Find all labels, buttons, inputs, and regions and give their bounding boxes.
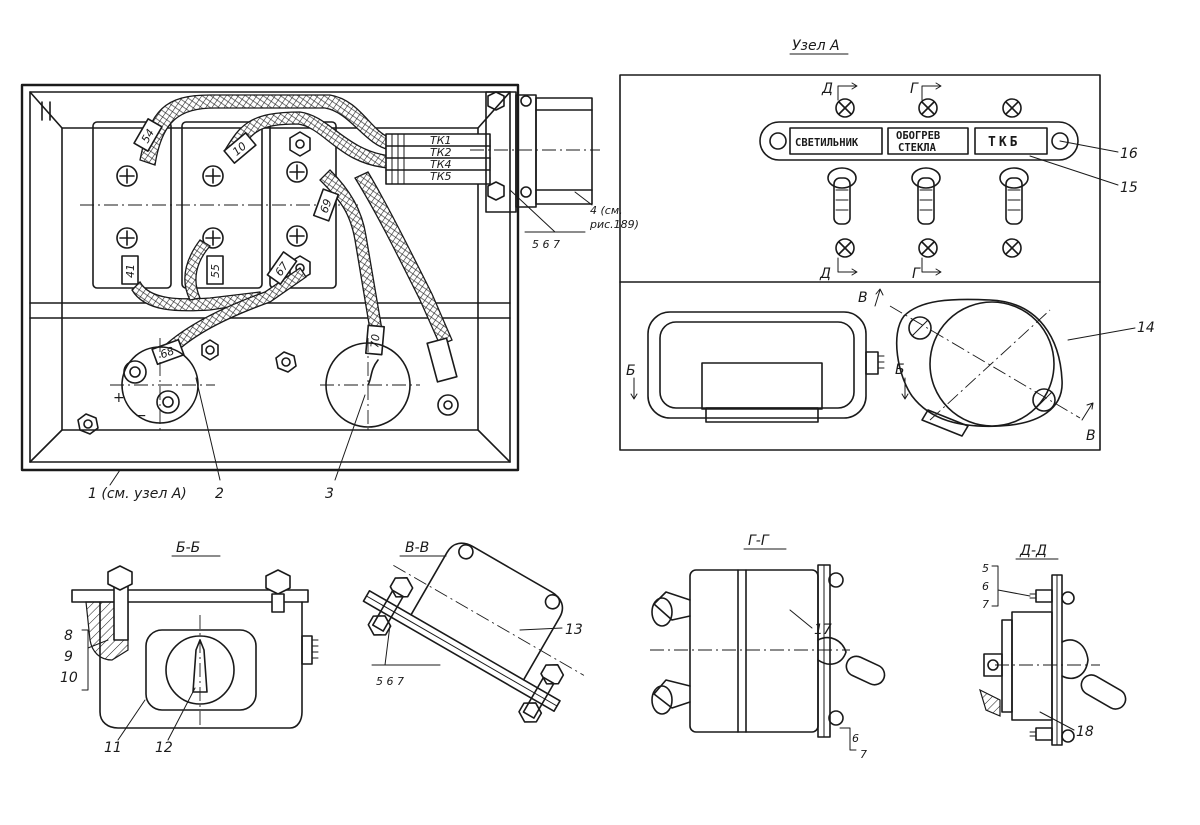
label-stekla: СТЕКЛА [898,142,937,154]
toggle-switches [827,167,1029,225]
section-mark-b-left: Б [626,363,636,379]
label-svetilnik: СВЕТИЛЬНИК [795,137,859,149]
callout-567-main: 5 6 7 [532,238,560,251]
callout-18: 18 [1076,724,1094,740]
callout-17: 17 [814,622,832,638]
terminal-screws [116,131,311,281]
callout-6-dd: 6 [982,580,989,593]
minus-sign: − [135,408,147,424]
harness-tag-3: ТК4 [430,158,452,171]
device-mount: В В [858,288,1096,444]
callout-3: 3 [325,486,334,502]
callout-11: 11 [104,740,122,756]
section-vv: В-В 13 5 6 7 [362,540,585,723]
callout-13: 13 [565,622,583,638]
callout-1: 1 (см. узел А) [88,486,187,502]
callout-567-vv: 5 6 7 [376,675,404,688]
section-mark-d-bottom: Д [819,266,831,282]
callout-15: 15 [1120,180,1138,196]
callout-4-line1: 4 (см. [590,204,623,217]
wire-tag-54: 54 [139,127,157,146]
callout-12: 12 [155,740,173,756]
section-title-dd: Д-Д [1019,543,1047,559]
callout-2: 2 [215,486,224,502]
harness-bands: ТК1 ТК2 ТК4 ТК5 [385,133,491,185]
main-box-view: ТК1 ТК2 ТК4 ТК5 54 10 69 41 55 67 68 70 [20,83,639,502]
label-tkb: ТКБ [988,135,1020,150]
harness-tag-2: ТК2 [430,146,452,159]
section-mark-v-top: В [858,290,868,306]
section-title-gg: Г-Г [748,533,770,549]
panel-screws [835,98,1022,258]
harness-tag-4: ТК5 [430,170,452,183]
callout-5-dd: 5 [982,562,989,575]
callout-4-line2: рис.189) [589,218,639,231]
section-bb: Б-Б 8 9 10 11 12 [60,540,319,756]
callout-7-dd: 7 [982,598,989,611]
plus-sign: + [113,390,125,406]
wire-tag-70: 70 [368,333,382,348]
detail-a-view: Узел А СВЕТИЛЬНИК ОБОГРЕВ СТЕКЛА ТКБ [619,38,1155,451]
section-mark-d-top: Д [821,81,833,97]
callout-14: 14 [1137,320,1155,336]
callout-7-gg: 7 [860,748,867,761]
callout-10: 10 [60,670,78,686]
detail-a-title: Узел А [792,38,840,54]
callout-16: 16 [1120,146,1138,162]
section-markers-top: Д Г Д Г [819,81,942,282]
callout-9: 9 [64,649,73,665]
section-title-bb: Б-Б [176,540,200,556]
connector-4 [470,91,600,213]
callout-6-gg: 6 [852,732,859,745]
label-obogrev: ОБОГРЕВ [896,130,940,142]
nut [77,413,99,435]
switch-label-plate: СВЕТИЛЬНИК ОБОГРЕВ СТЕКЛА ТКБ [759,121,1079,161]
power-socket: + − [110,338,219,432]
harness-tag-1: ТК1 [430,134,452,147]
detail-a-frame [619,74,1101,451]
wire-tag-55: 55 [209,264,222,278]
box-outer-frame [20,83,520,472]
section-mark-v-bottom: В [1086,428,1096,444]
section-dd: Д-Д 5 6 7 18 [979,543,1127,746]
section-title-vv: В-В [405,540,429,556]
wire-tag-69: 69 [318,197,335,215]
callout-8: 8 [64,628,73,644]
nut [275,351,297,373]
wire-tags: 54 10 69 41 55 67 68 70 [121,118,385,366]
panel-handle: Б Б [626,311,909,423]
section-gg: Г-Г 17 6 7 [650,533,886,761]
section-mark-g-top: Г [910,81,919,97]
wire-tag-41: 41 [124,264,137,278]
section-mark-g-bottom: Г [912,266,921,282]
